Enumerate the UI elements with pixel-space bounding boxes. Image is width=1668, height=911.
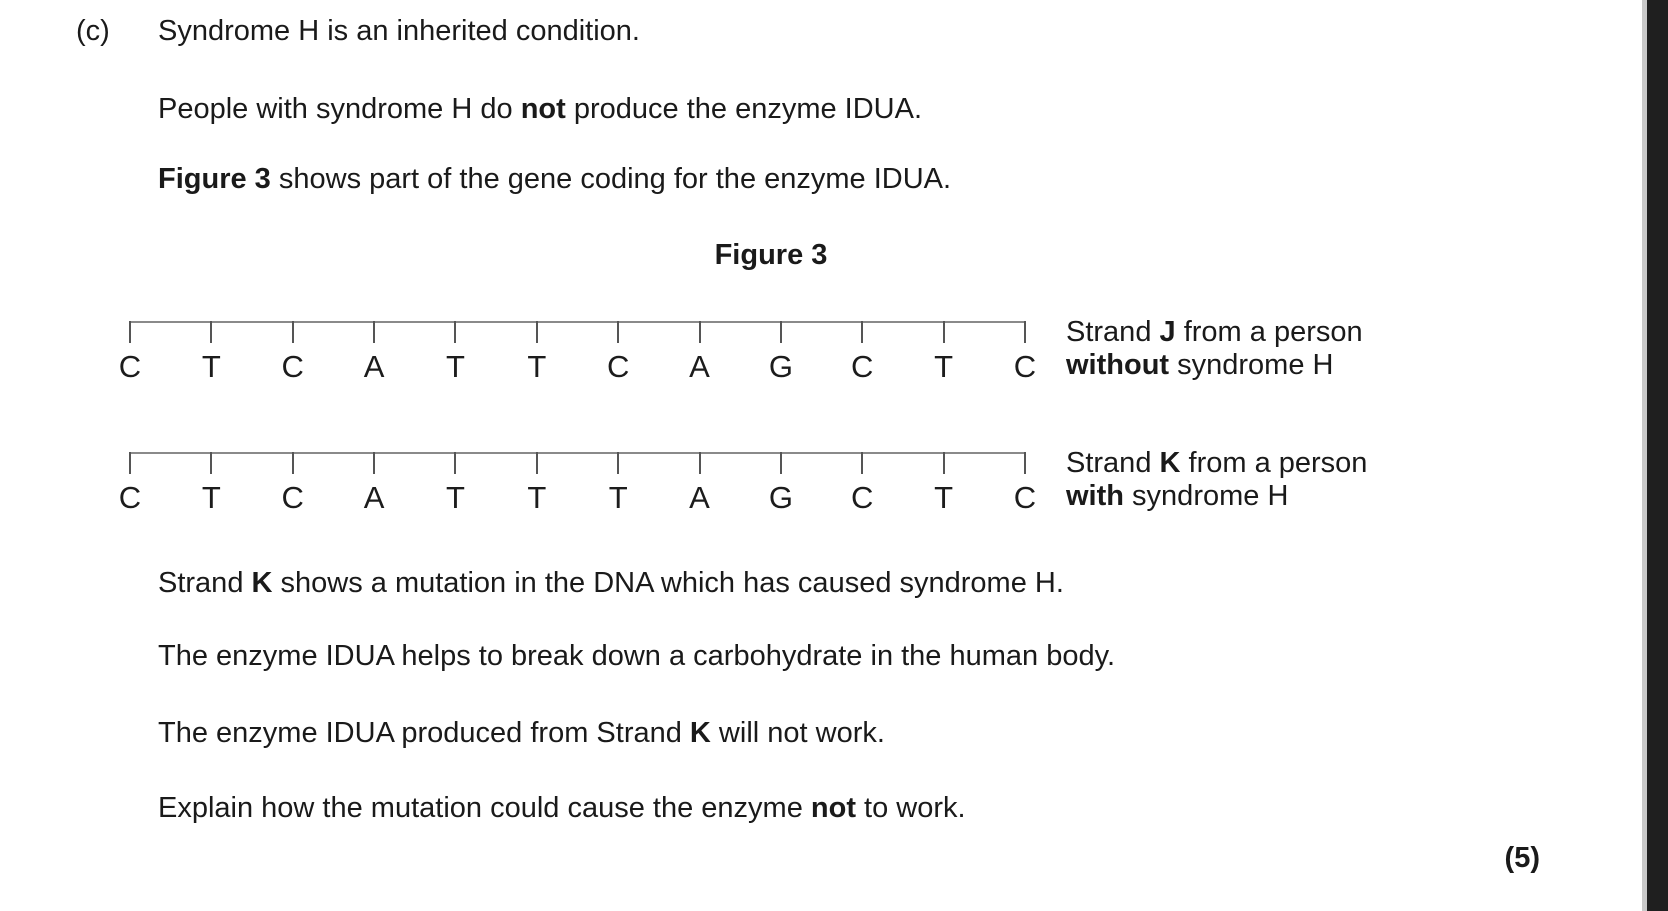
base-cell: A xyxy=(352,452,396,515)
strand-j-label: Strand J from a person without syndrome … xyxy=(1066,316,1406,382)
tick-mark xyxy=(698,321,701,343)
tick-mark xyxy=(617,452,620,474)
marks-badge: (5) xyxy=(1504,842,1540,874)
base-cell: T xyxy=(189,452,233,515)
tick-mark xyxy=(129,321,131,343)
base-letter: C xyxy=(1013,349,1037,384)
base-letter: T xyxy=(201,480,221,515)
tick-mark xyxy=(454,452,457,474)
tick-mark xyxy=(1023,452,1026,474)
base-letter: T xyxy=(445,349,465,384)
base-letter: G xyxy=(768,480,793,515)
tick-mark xyxy=(291,321,294,343)
base-cell: T xyxy=(922,321,966,384)
base-cell: T xyxy=(189,321,233,384)
tick-mark xyxy=(373,321,376,343)
base-letter: A xyxy=(363,480,385,515)
question-intro-text: Syndrome H is an inherited condition. xyxy=(158,15,640,47)
base-cell: G xyxy=(759,321,803,384)
tick-mark xyxy=(291,452,294,474)
base-letter: A xyxy=(689,349,710,384)
tick-mark xyxy=(535,452,538,474)
base-cell: A xyxy=(678,321,722,384)
base-letter: T xyxy=(527,349,547,384)
base-cell: C xyxy=(1003,452,1047,515)
strand-j-backbone-line xyxy=(129,321,1026,323)
base-cell: C xyxy=(108,452,152,515)
tick-mark xyxy=(861,452,864,474)
base-letter: G xyxy=(768,349,793,384)
mutation-statement: Strand K shows a mutation in the DNA whi… xyxy=(158,567,1064,599)
tick-mark xyxy=(779,452,782,474)
tick-mark xyxy=(210,452,213,474)
strand-k-label: Strand K from a person with syndrome H xyxy=(1066,447,1406,513)
tick-mark xyxy=(779,321,782,343)
base-cell: T xyxy=(922,452,966,515)
base-letter: C xyxy=(851,349,874,384)
base-cell: G xyxy=(759,452,803,515)
base-letter: C xyxy=(1013,480,1037,515)
base-cell: T xyxy=(515,452,559,515)
base-cell: T xyxy=(515,321,559,384)
base-cell: C xyxy=(596,321,640,384)
base-cell: C xyxy=(271,321,315,384)
base-letter: A xyxy=(689,480,710,515)
base-letter: T xyxy=(608,480,628,515)
screen-edge-dark-strip xyxy=(1647,0,1668,911)
base-letter: C xyxy=(281,349,304,384)
base-cell: A xyxy=(352,321,396,384)
tick-mark xyxy=(698,452,701,474)
tick-mark xyxy=(942,452,945,474)
base-letter: T xyxy=(445,480,465,515)
base-cell: T xyxy=(433,452,477,515)
base-letter: C xyxy=(118,480,142,515)
enzyme-function-statement: The enzyme IDUA helps to break down a ca… xyxy=(158,640,1116,672)
strand-j-label-line-2: without syndrome H xyxy=(1066,349,1334,381)
tick-mark xyxy=(373,452,376,474)
question-line-2: People with syndrome H do not produce th… xyxy=(158,93,923,125)
tick-mark xyxy=(210,321,213,343)
base-cell: T xyxy=(596,452,640,515)
base-cell: C xyxy=(1003,321,1047,384)
base-letter: C xyxy=(851,480,874,515)
tick-mark xyxy=(129,452,131,474)
strand-k-backbone-line xyxy=(129,452,1026,454)
strand-k-label-line-2: with syndrome H xyxy=(1066,480,1289,512)
base-letter: T xyxy=(527,480,547,515)
base-letter: T xyxy=(934,349,954,384)
figure-title: Figure 3 xyxy=(714,239,828,271)
base-letter: C xyxy=(118,349,142,384)
base-cell: C xyxy=(108,321,152,384)
base-cell: C xyxy=(840,452,884,515)
base-letter: A xyxy=(363,349,385,384)
strand-k-label-line-1: Strand K from a person xyxy=(1066,447,1368,479)
question-part-label: (c) xyxy=(76,15,110,47)
question-line-3: Figure 3 shows part of the gene coding f… xyxy=(158,163,952,195)
tick-mark xyxy=(454,321,457,343)
base-letter: C xyxy=(281,480,304,515)
tick-mark xyxy=(942,321,945,343)
base-letter: C xyxy=(606,349,630,384)
base-cell: A xyxy=(678,452,722,515)
explain-instruction: Explain how the mutation could cause the… xyxy=(158,792,966,824)
base-cell: T xyxy=(433,321,477,384)
base-cell: C xyxy=(271,452,315,515)
tick-mark xyxy=(535,321,538,343)
base-letter: T xyxy=(201,349,221,384)
tick-mark xyxy=(1023,321,1026,343)
tick-mark xyxy=(617,321,620,343)
strand-j-label-line-1: Strand J from a person xyxy=(1066,316,1363,348)
enzyme-notwork-statement: The enzyme IDUA produced from Strand K w… xyxy=(158,717,885,749)
base-cell: C xyxy=(840,321,884,384)
tick-mark xyxy=(861,321,864,343)
screen-edge-highlight xyxy=(1642,0,1647,911)
base-letter: T xyxy=(934,480,954,515)
